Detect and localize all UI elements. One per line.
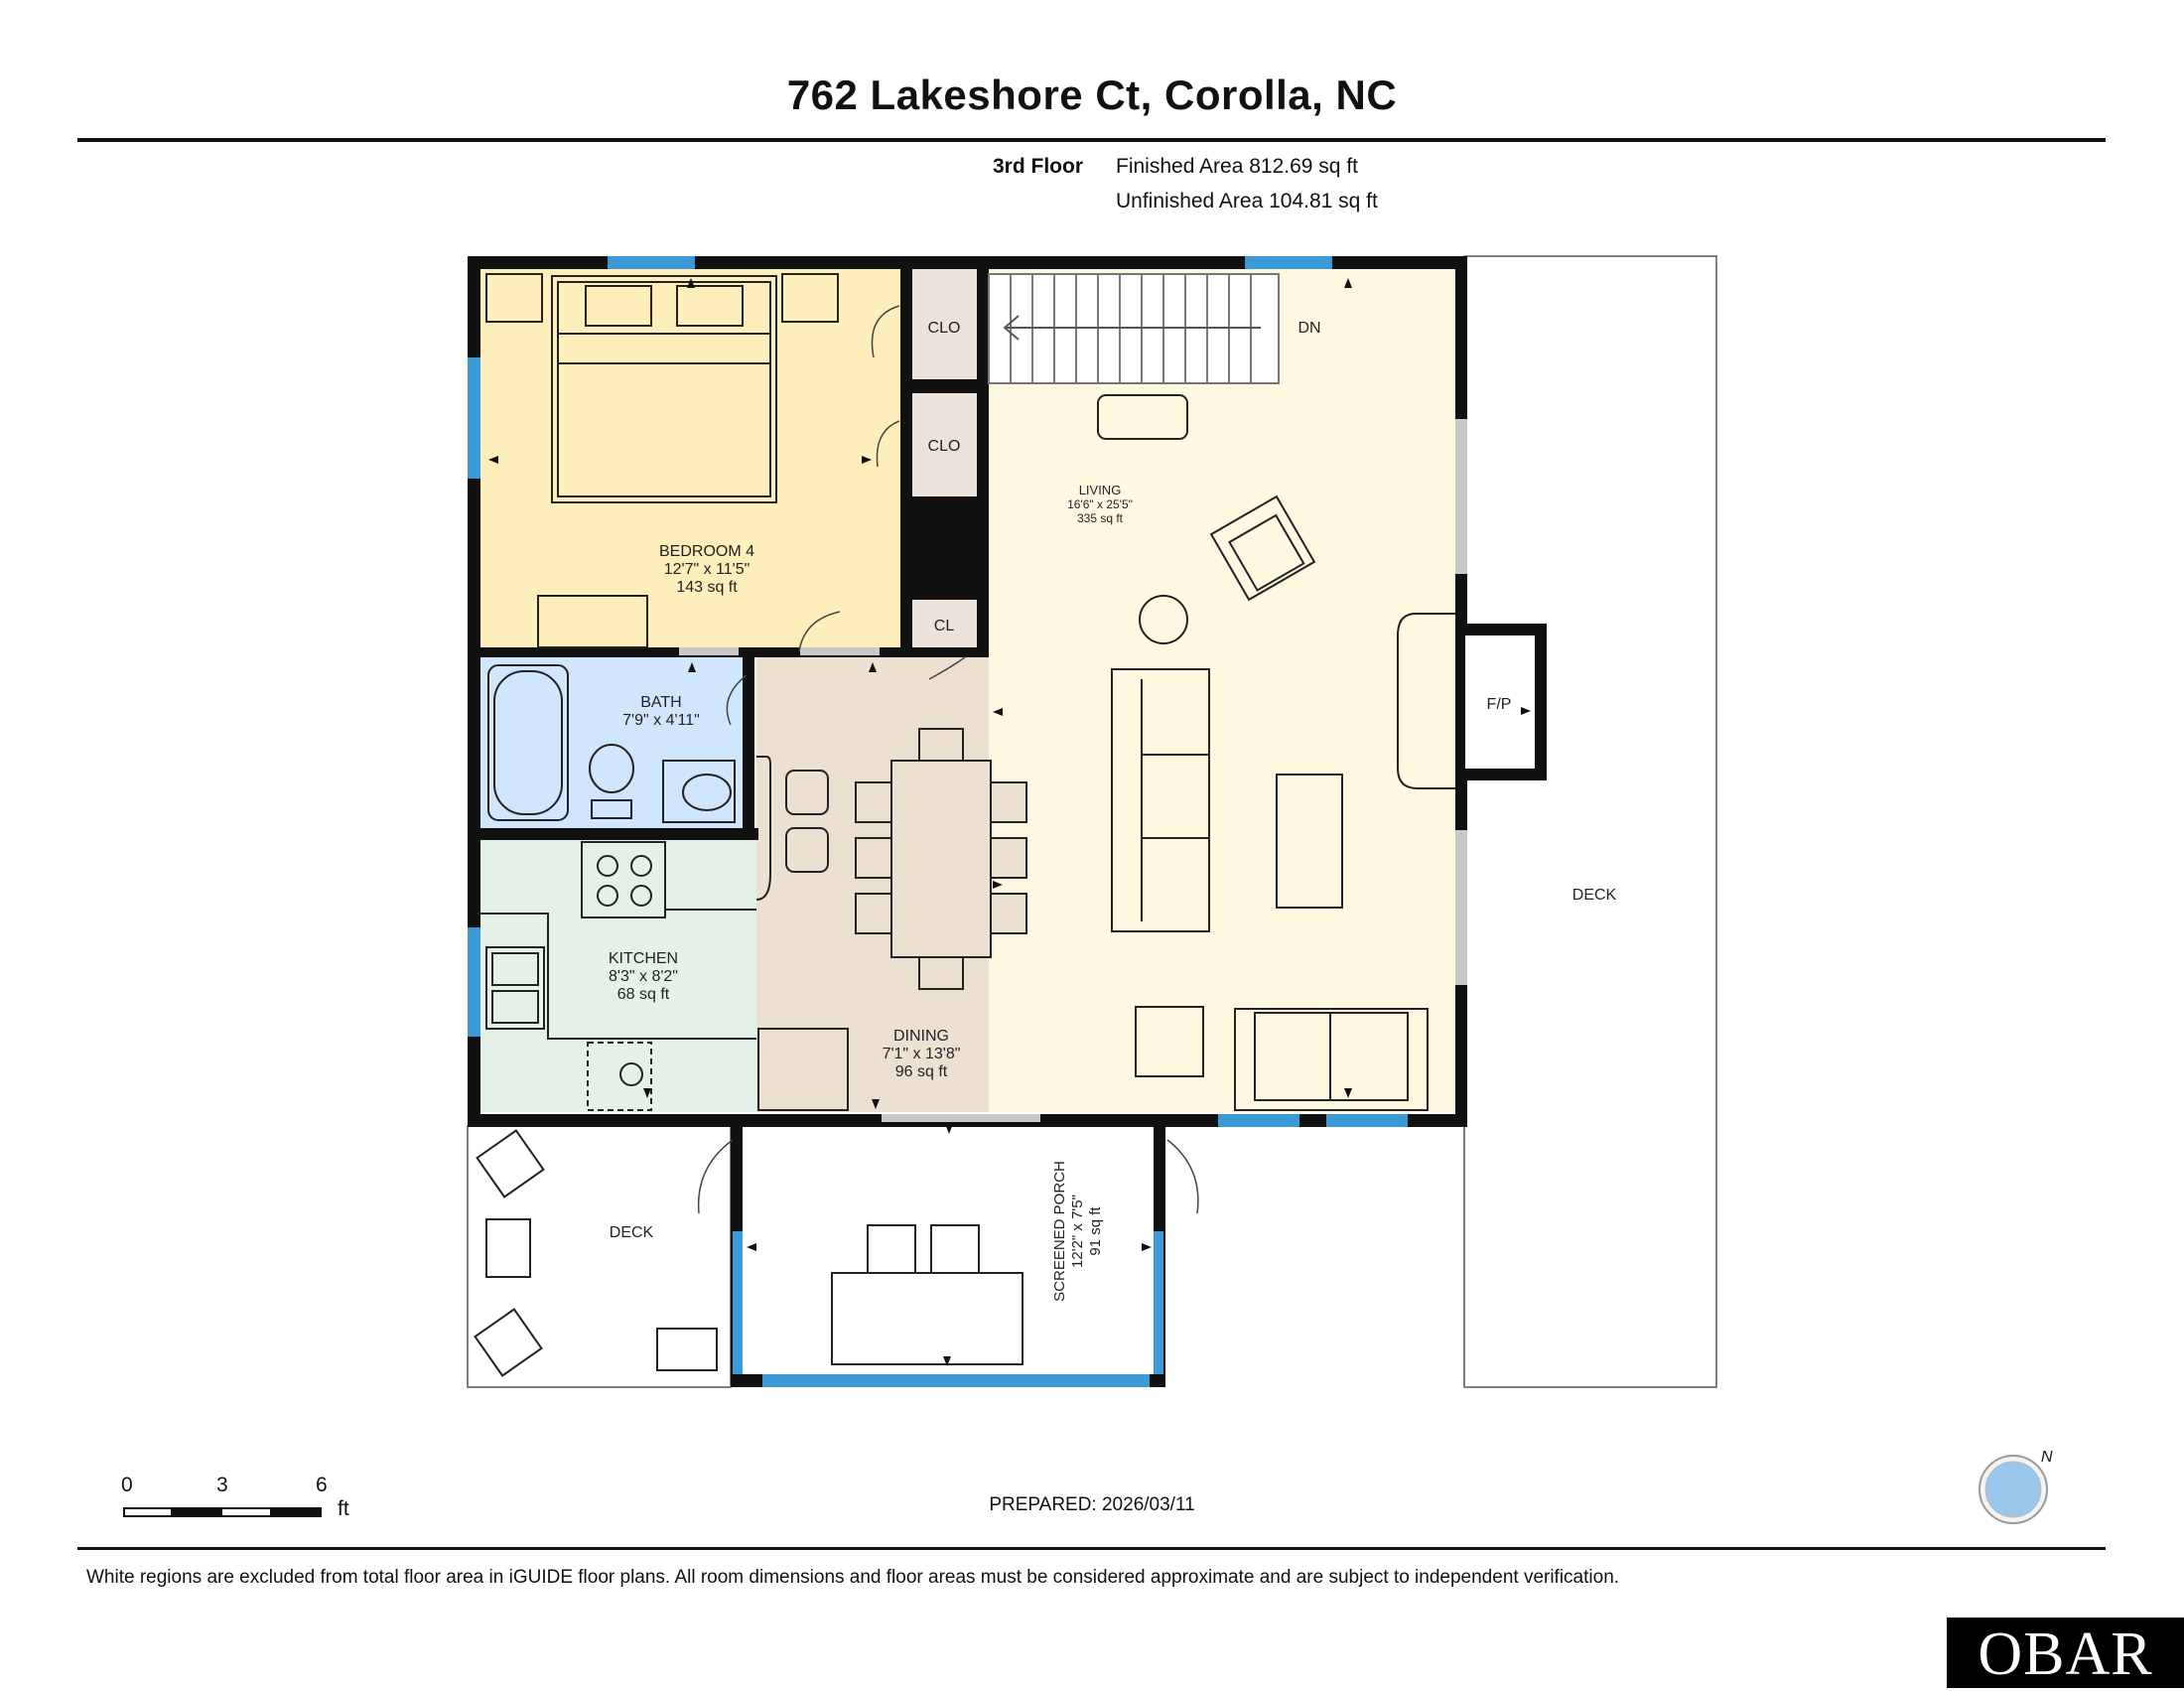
header-rule xyxy=(77,138,2106,142)
disclaimer-text: White regions are excluded from total fl… xyxy=(86,1567,1620,1588)
bath-fixtures xyxy=(487,664,736,823)
compass-north-label: N xyxy=(2041,1449,2053,1466)
porch-area: 91 sq ft xyxy=(1087,1206,1104,1256)
kitchen-area: 68 sq ft xyxy=(617,986,670,1003)
windows xyxy=(468,256,1408,1387)
bath-fill xyxy=(480,657,747,828)
dining-dims: 7'1" x 13'8" xyxy=(883,1046,961,1062)
footer-rule xyxy=(77,1547,2106,1550)
plan-title: 762 Lakeshore Ct, Corolla, NC xyxy=(786,71,1398,118)
living-fill xyxy=(989,268,1455,1112)
kitchen-name: KITCHEN xyxy=(609,950,678,967)
kitchen-fixtures xyxy=(480,756,849,1111)
porch-fill xyxy=(747,1126,1154,1376)
scale-unit: ft xyxy=(338,1497,349,1520)
porch-name: SCREENED PORCH xyxy=(1051,1161,1068,1302)
scale-segment-4 xyxy=(270,1507,322,1517)
prepared-date: PREPARED: 2026/03/11 xyxy=(989,1494,1195,1515)
obar-logo: OBAR xyxy=(1947,1618,2184,1688)
bedroom-dims: 12'7" x 11'5" xyxy=(664,561,751,578)
unfinished-area: Unfinished Area 104.81 sq ft xyxy=(1116,190,1378,212)
scale-tick-6: 6 xyxy=(316,1474,328,1496)
living-area: 335 sq ft xyxy=(1077,511,1124,525)
compass-icon: N xyxy=(1979,1449,2053,1524)
deck-right-area xyxy=(1463,255,1717,1388)
closet2-fill xyxy=(911,393,977,496)
deck-left-label: DECK xyxy=(610,1224,654,1241)
living-name: LIVING xyxy=(1079,483,1122,497)
bedroom-name: BEDROOM 4 xyxy=(659,543,754,560)
deck-furniture xyxy=(474,1129,1024,1377)
bed xyxy=(485,273,839,648)
dining-area: 96 sq ft xyxy=(895,1063,948,1080)
door-swings xyxy=(697,305,1199,1214)
closet-label-2: CLO xyxy=(928,438,961,455)
dining-name: DINING xyxy=(893,1028,949,1045)
scale-tick-0: 0 xyxy=(121,1474,133,1496)
porch-dims: 12'2" x 7'5" xyxy=(1069,1195,1086,1268)
living-furniture xyxy=(1097,394,1455,1111)
fireplace-label: F/P xyxy=(1487,696,1512,713)
deck-left-area xyxy=(467,1125,732,1388)
closet-label-3: CL xyxy=(934,618,955,634)
bedroom-area: 143 sq ft xyxy=(676,579,738,596)
living-dims: 16'6" x 25'5" xyxy=(1067,497,1133,511)
scale-tick-3: 3 xyxy=(216,1474,228,1496)
kitchen-fill xyxy=(480,840,756,1112)
dining-set xyxy=(785,728,1027,990)
bath-name: BATH xyxy=(640,694,681,711)
kitchen-dims: 8'3" x 8'2" xyxy=(609,968,678,985)
stairs-down-label: DN xyxy=(1297,320,1320,337)
finished-area: Finished Area 812.69 sq ft xyxy=(1116,155,1358,178)
deck-right-label: DECK xyxy=(1572,887,1617,904)
fireplace-box xyxy=(1465,635,1535,769)
closet-label-1: CLO xyxy=(928,320,961,337)
scale-bar: 0 3 6 ft xyxy=(119,1474,377,1533)
stairs xyxy=(988,273,1280,384)
closet1-fill xyxy=(911,268,977,379)
bedroom-fill xyxy=(480,268,901,649)
bath-dims: 7'9" x 4'11" xyxy=(622,712,700,729)
view-markers xyxy=(488,278,1531,1366)
floor-name: 3rd Floor xyxy=(993,155,1084,178)
closet3-fill xyxy=(911,600,977,651)
